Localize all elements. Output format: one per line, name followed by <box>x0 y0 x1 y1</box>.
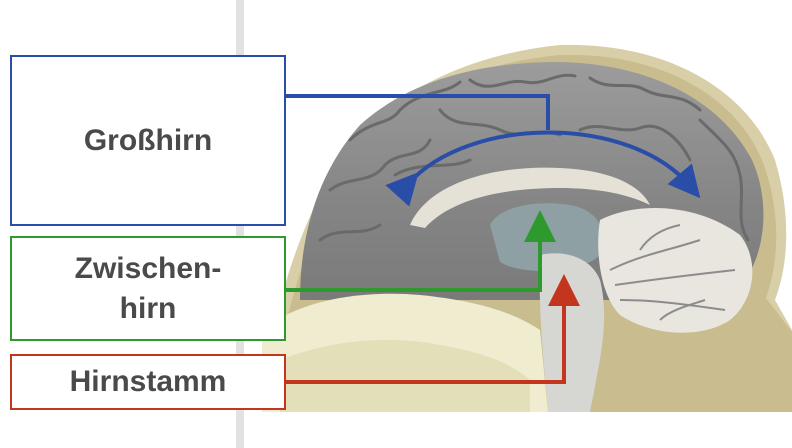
label-zwischenhirn-line1: Zwischen- <box>75 249 222 289</box>
label-grosshirn: Großhirn <box>10 55 286 226</box>
label-grosshirn-text: Großhirn <box>84 121 212 161</box>
label-zwischenhirn-line2: hirn <box>120 289 177 329</box>
label-hirnstamm-text: Hirnstamm <box>70 362 227 402</box>
brainstem-shape <box>540 253 604 412</box>
label-zwischenhirn: Zwischen- hirn <box>10 236 286 341</box>
label-hirnstamm: Hirnstamm <box>10 354 286 410</box>
